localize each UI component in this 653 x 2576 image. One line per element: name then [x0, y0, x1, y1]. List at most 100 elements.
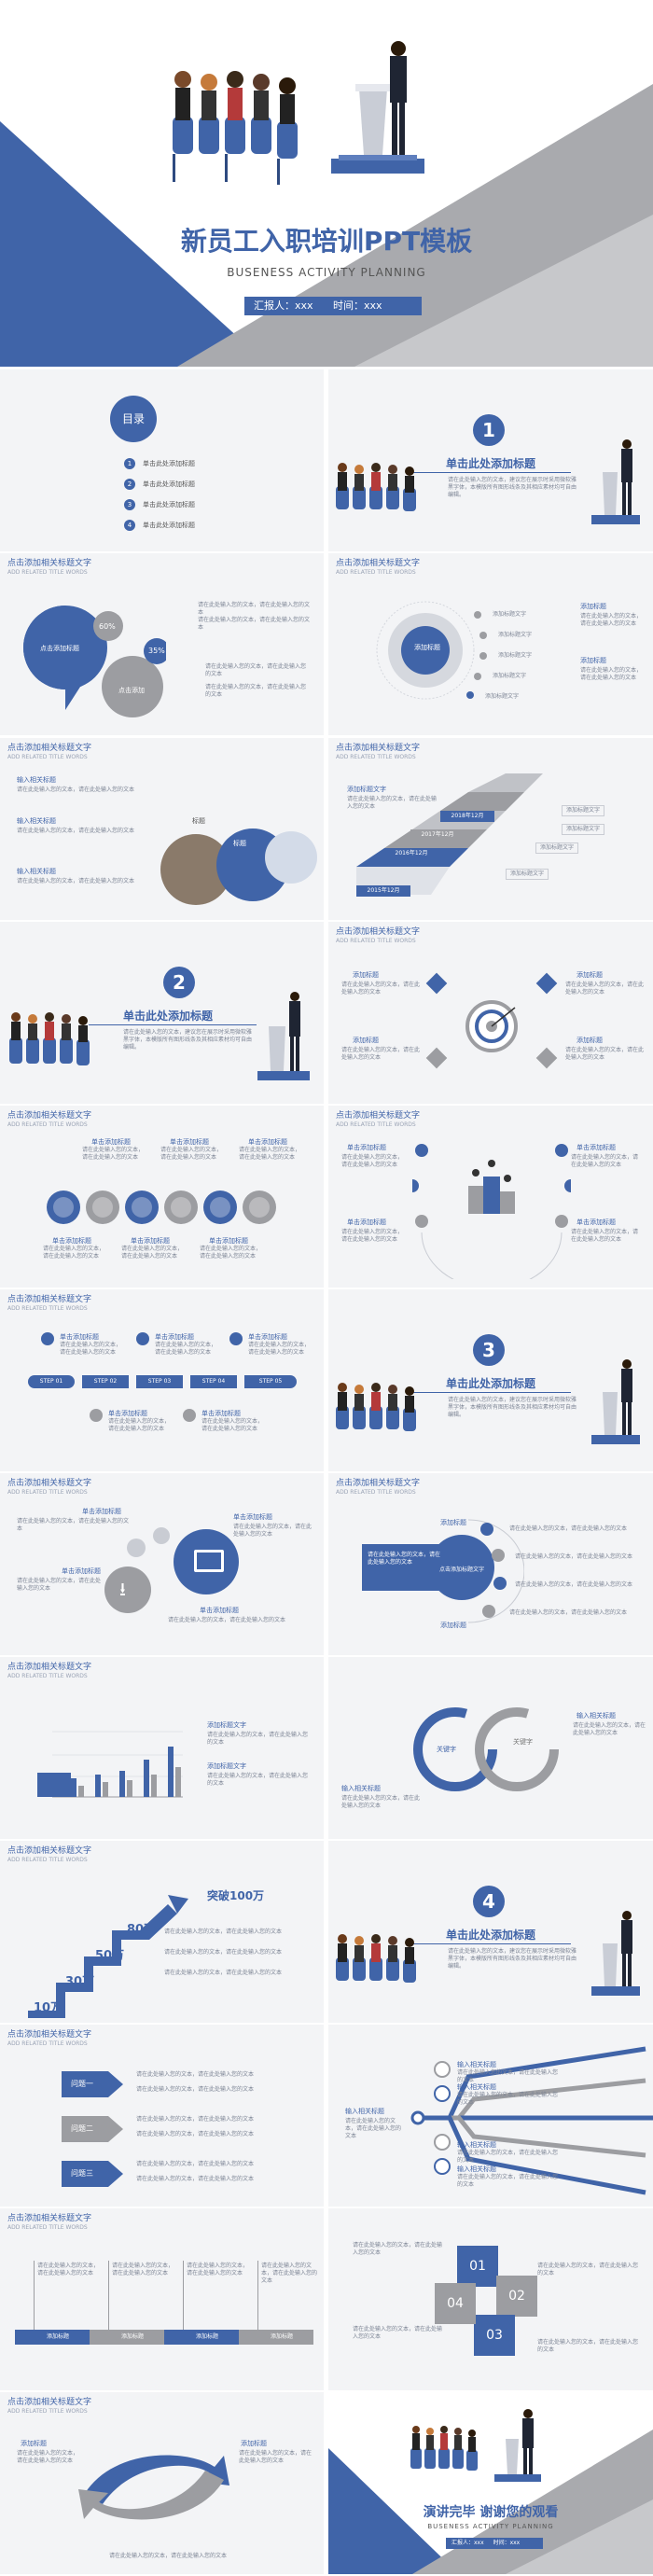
slide-21[interactable]: 点击添加相关标题文字 ADD RELATED TITLE WORDS 添加标题 …: [0, 2208, 324, 2390]
slide-4-text-2: 请在此处输入您的文本，请在此处输入您的文本: [580, 667, 643, 681]
slide-4-item-4: 添加标题文字: [493, 673, 527, 679]
toc-num-1: 1: [124, 458, 135, 469]
slide-15-subheader: ADD RELATED TITLE WORDS: [7, 1673, 88, 1679]
section-1-slide[interactable]: 1 单击此处添加标题 请在此处输入您的文本，建议您在展示时采用微软雅黑字体，本模…: [328, 369, 653, 551]
slide-10-header: 点击添加相关标题文字: [336, 1111, 421, 1121]
slide-9[interactable]: 点击添加相关标题文字 ADD RELATED TITLE WORDS 单击添加标…: [0, 1106, 324, 1288]
slide-8-title-2: 添加标题: [353, 1037, 379, 1044]
slide-14-banner-label: 点击添加标题文字: [438, 1566, 484, 1573]
slide-13-monitor-icon: [194, 1550, 224, 1572]
slide-19[interactable]: 点击添加相关标题文字 ADD RELATED TITLE WORDS 问题一 问…: [0, 2025, 324, 2207]
slide-9-bottom-text-1: 请在此处输入您的文本，请在此处输入您的文本: [43, 1246, 105, 1260]
slide-10-text-3: 请在此处输入您的文本，请在此处输入您的文本: [571, 1154, 639, 1168]
section-2-audience-icon: [9, 1012, 90, 1065]
slide-6[interactable]: 点击添加相关标题文字 ADD RELATED TITLE WORDS 添加标题文…: [328, 738, 653, 920]
slide-5-label-left: 标题: [192, 817, 205, 825]
slide-9-subheader: ADD RELATED TITLE WORDS: [7, 1121, 88, 1128]
slide-11-title-2: 单击添加标题: [155, 1333, 194, 1341]
section-2-speaker-icon: [257, 992, 310, 1080]
slide-11-title-5: 单击添加标题: [201, 1410, 241, 1417]
slide-11-icon-1: [41, 1332, 54, 1345]
slide-17[interactable]: 点击添加相关标题文字 ADD RELATED TITLE WORDS 10万 3…: [0, 1841, 324, 2023]
slide-22[interactable]: 请在此处输入您的文本，请在此处输入您的文本 请在此处输入您的文本，请在此处输入您…: [328, 2208, 653, 2390]
section-3-speaker-icon: [591, 1359, 640, 1444]
cover-slide[interactable]: 新员工入职培训PPT模板 BUSENESS ACTIVITY PLANNING …: [0, 0, 653, 367]
section-2-divider: [89, 1024, 257, 1025]
ending-audience-icon: [410, 2426, 478, 2471]
slide-5[interactable]: 点击添加相关标题文字 ADD RELATED TITLE WORDS 输入相关标…: [0, 738, 324, 920]
slide-13[interactable]: 点击添加相关标题文字 ADD RELATED TITLE WORDS ⭳ 单击添…: [0, 1473, 324, 1655]
slide-11-text-2: 请在此处输入您的文本，请在此处输入您的文本: [155, 1342, 217, 1356]
slide-20-title-1: 输入相关标题: [457, 2061, 496, 2068]
slide-8-subheader: ADD RELATED TITLE WORDS: [336, 938, 416, 944]
slide-11-icon-4: [90, 1409, 103, 1422]
slide-11-icon-2: [136, 1332, 149, 1345]
slide-6-note-1: 添加标题文字: [562, 805, 605, 816]
slide-13-monitor-circle: [174, 1529, 239, 1594]
slide-21-line-2: [108, 2261, 109, 2330]
slide-21-stage-label-3: 添加标题: [196, 2333, 219, 2340]
slide-15-title-2: 添加标题文字: [207, 1762, 246, 1770]
slide-13-title-4: 单击添加标题: [200, 1607, 239, 1614]
slide-17-step-3: 50万: [95, 1949, 125, 1963]
slide-20[interactable]: 输入相关标题 请在此处输入您的文本，请在此处输入您的文本 输入相关标题 请在此处…: [328, 2025, 653, 2207]
section-4-slide[interactable]: 4 单击此处添加标题 请在此处输入您的文本，建议您在展示时采用微软雅黑字体，本模…: [328, 1841, 653, 2023]
section-1-title: 单击此处添加标题: [446, 457, 536, 470]
slide-13-text-2: 请在此处输入您的文本，请在此处输入您的文本: [17, 1578, 102, 1592]
slide-15[interactable]: 点击添加相关标题文字 ADD RELATED TITLE WORDS 添加标题文…: [0, 1657, 324, 1839]
slide-4[interactable]: 点击添加相关标题文字 ADD RELATED TITLE WORDS 添加标题 …: [328, 553, 653, 735]
slide-17-text-3: 请在此处输入您的文本，请在此处输入您的文本: [164, 1970, 283, 1976]
slide-19-text-5: 请在此处输入您的文本，请在此处输入您的文本: [136, 2161, 255, 2167]
slide-17-step-4: 80万: [127, 1923, 157, 1937]
slide-9-bottom-text-3: 请在此处输入您的文本，请在此处输入您的文本: [200, 1246, 262, 1260]
slide-13-speaker-icon: [127, 1539, 146, 1557]
slide-6-note-2: 添加标题文字: [562, 824, 605, 835]
slide-6-subheader: ADD RELATED TITLE WORDS: [336, 754, 416, 760]
slide-15-header: 点击添加相关标题文字: [7, 1663, 92, 1672]
slide-11[interactable]: 点击添加相关标题文字 ADD RELATED TITLE WORDS STEP …: [0, 1289, 324, 1471]
slide-8-text-3: 请在此处输入您的文本，请在此处输入您的文本: [565, 982, 645, 996]
slide-10[interactable]: 点击添加相关标题文字 ADD RELATED TITLE WORDS 单击添加标…: [328, 1106, 653, 1288]
slide-21-text-3: 请在此处输入您的文本，请在此处输入您的文本: [187, 2263, 249, 2277]
slide-13-text-3: 请在此处输入您的文本，请在此处输入您的文本: [233, 1524, 313, 1538]
slide-5-title-2: 输入相关标题: [17, 817, 56, 825]
slide-20-text-4: 请在此处输入您的文本，请在此处输入您的文本: [457, 2174, 559, 2188]
slide-15-bar-chart: [52, 1731, 183, 1798]
slide-21-header: 点击添加相关标题文字: [7, 2214, 92, 2223]
slide-22-text-1: 请在此处输入您的文本，请在此处输入您的文本: [353, 2242, 443, 2256]
slide-4-item-5: 添加标题文字: [485, 693, 520, 700]
slide-23[interactable]: 点击添加相关标题文字 ADD RELATED TITLE WORDS 添加标题 …: [0, 2392, 324, 2574]
slide-14-title-1: 添加标题: [440, 1519, 466, 1526]
section-3-title: 单击此处添加标题: [446, 1377, 536, 1390]
slide-10-podium: [412, 1144, 571, 1279]
slide-9-top-text-1: 请在此处输入您的文本，请在此处输入您的文本: [82, 1147, 145, 1161]
toc-item-1[interactable]: 单击此处添加标题: [143, 460, 195, 467]
toc-item-2[interactable]: 单击此处添加标题: [143, 480, 195, 488]
slide-8-text-2: 请在此处输入您的文本，请在此处输入您的文本: [341, 1047, 421, 1061]
slide-19-arrows: [62, 2071, 123, 2187]
slide-13-title-3: 单击添加标题: [233, 1513, 272, 1521]
slide-11-subheader: ADD RELATED TITLE WORDS: [7, 1305, 88, 1312]
slide-9-bottom-title-2: 单击添加标题: [131, 1237, 170, 1245]
slide-8[interactable]: 点击添加相关标题文字 ADD RELATED TITLE WORDS 添加标题 …: [328, 922, 653, 1104]
slide-6-year-4: 2018年12月: [440, 811, 494, 822]
slide-10-title-3: 单击添加标题: [577, 1144, 616, 1151]
slide-17-text-2: 请在此处输入您的文本，请在此处输入您的文本: [164, 1949, 283, 1956]
slide-3-subheader: ADD RELATED TITLE WORDS: [7, 569, 88, 576]
audience-illustration: [173, 71, 298, 185]
toc-item-4[interactable]: 单击此处添加标题: [143, 522, 195, 529]
slide-16[interactable]: 关键字 关键字 输入相关标题 请在此处输入您的文本，请在此处输入您的文本 输入相…: [328, 1657, 653, 1839]
slide-14-subheader: ADD RELATED TITLE WORDS: [336, 1489, 416, 1496]
ending-slide[interactable]: 演讲完毕 谢谢您的观看 BUSENESS ACTIVITY PLANNING 汇…: [328, 2392, 653, 2574]
slide-19-header: 点击添加相关标题文字: [7, 2030, 92, 2040]
toc-item-3[interactable]: 单击此处添加标题: [143, 501, 195, 508]
slide-22-text-2: 请在此处输入您的文本，请在此处输入您的文本: [353, 2326, 443, 2340]
slide-22-piece-4: 04: [435, 2283, 476, 2324]
slide-5-label-right: 标题: [233, 840, 246, 847]
slide-14[interactable]: 点击添加相关标题文字 ADD RELATED TITLE WORDS 请在此处输…: [328, 1473, 653, 1655]
slide-3[interactable]: 点击添加相关标题文字 ADD RELATED TITLE WORDS 点击添加标…: [0, 553, 324, 735]
section-2-slide[interactable]: 2 单击此处添加标题 请在此处输入您的文本，建议您在展示时采用微软雅黑字体，本模…: [0, 922, 324, 1104]
section-3-slide[interactable]: 3 单击此处添加标题 请在此处输入您的文本，建议您在展示时采用微软雅黑字体，本模…: [328, 1289, 653, 1471]
slide-23-title-2: 添加标题: [241, 2440, 267, 2447]
